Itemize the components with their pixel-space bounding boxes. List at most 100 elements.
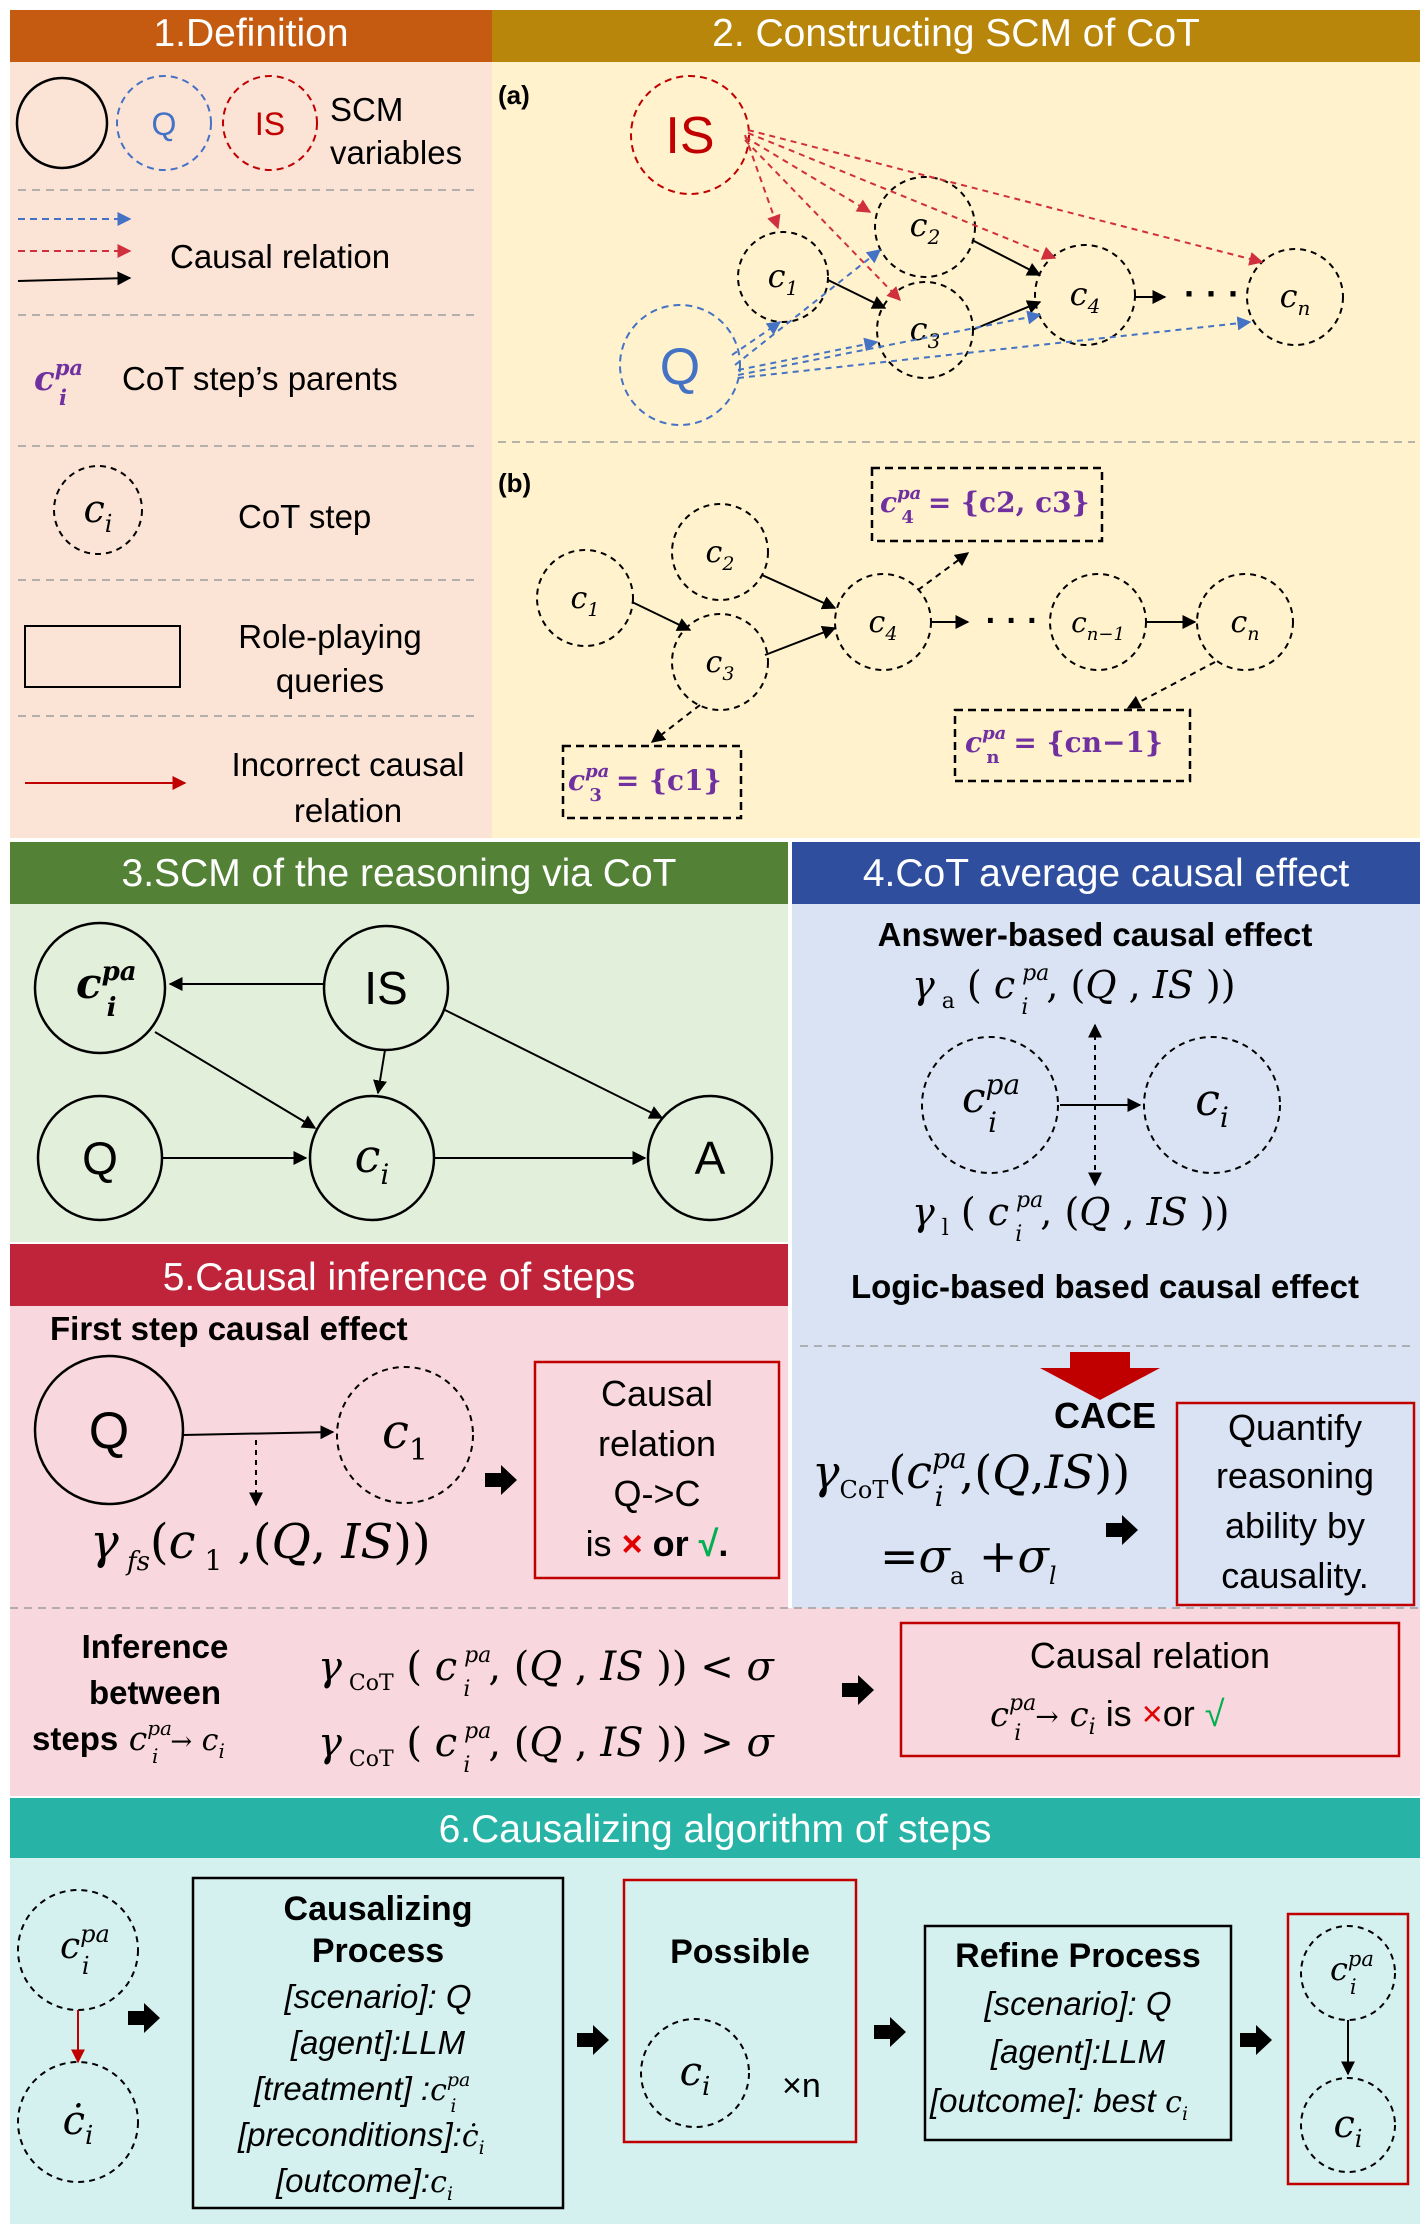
c1-node xyxy=(737,231,829,323)
b-c2-node xyxy=(671,503,769,601)
algo-ci-dot-node xyxy=(17,2061,139,2183)
b-cn-node xyxy=(1196,573,1294,671)
incorrect-label-line2: relation xyxy=(294,792,402,829)
refine-title: Refine Process xyxy=(955,1937,1201,1975)
cross-icon: × xyxy=(622,1523,643,1564)
c3-label: c3 xyxy=(910,310,941,353)
relation-is: is xyxy=(1106,1693,1132,1734)
section3-header xyxy=(10,842,788,904)
cn-parents-set: = {cn−1} xyxy=(1013,726,1163,759)
edge-c1-c3 xyxy=(827,279,887,309)
quantify-line3: ability by xyxy=(1225,1505,1365,1546)
b-c3-node xyxy=(671,613,769,711)
down-arrow-icon xyxy=(1040,1352,1160,1400)
section6-header xyxy=(10,1798,1420,1858)
is-variable-label: IS xyxy=(255,106,285,142)
black-causal-arrow xyxy=(17,271,132,286)
section5-lower-panel xyxy=(10,1608,1420,1796)
causalizing-scenario: [scenario]: Q xyxy=(283,1978,471,2015)
cace-sum-formula: =σa +σl xyxy=(880,1529,1057,1590)
result-box-line2: relation xyxy=(598,1423,716,1464)
roleplay-box-sample xyxy=(24,625,181,688)
edge-parents-ci xyxy=(154,1031,317,1129)
cn-node xyxy=(1246,248,1344,346)
result-box-line3: Q->C xyxy=(613,1473,700,1514)
parents-label: CoT step’s parents xyxy=(122,360,398,397)
section5-header xyxy=(10,1244,788,1306)
b-c1-node xyxy=(536,549,634,647)
causalizing-preconditions: [preconditions]:ċi xyxy=(237,2116,485,2159)
algo-parents-node xyxy=(17,1889,139,2011)
causal-relation-label: Causal relation xyxy=(170,238,390,275)
result-box-line1: Causal xyxy=(601,1373,713,1414)
section1-header xyxy=(10,10,492,62)
answer-effect-title: Answer-based causal effect xyxy=(878,916,1313,953)
c2-node xyxy=(874,176,976,278)
possible-ci-node xyxy=(640,2018,750,2128)
result-or: or xyxy=(653,1523,689,1564)
c3-parents-set: = {c1} xyxy=(616,764,722,797)
causalizing-title-1: Causalizing xyxy=(284,1890,473,1928)
section2-panel xyxy=(492,62,1420,838)
b-edge-c1-c3 xyxy=(631,601,692,631)
quantify-box xyxy=(1175,1401,1416,1607)
is-node xyxy=(630,75,750,195)
c4-parents-set: = {c2, c3} xyxy=(928,486,1090,519)
possible-times-n: ×n xyxy=(782,2067,821,2105)
possible-box xyxy=(622,1878,858,2144)
treatment-label: [treatment] : xyxy=(253,2070,430,2107)
roleplay-label-line1: Role-playing xyxy=(238,618,421,655)
first-step-q-node xyxy=(33,1354,185,1506)
refine-process-box xyxy=(923,1924,1233,2142)
section4-header xyxy=(792,842,1420,904)
cace-label: CACE xyxy=(1054,1395,1156,1436)
cot-step-symbol: ci xyxy=(84,487,113,538)
edge-is-ci xyxy=(373,1049,387,1095)
preconditions-label: [preconditions]: xyxy=(237,2116,462,2153)
result-box-line4: is × or √. xyxy=(586,1523,729,1564)
section6-title: 6.Causalizing algorithm of steps xyxy=(439,1808,992,1851)
b-c4-node xyxy=(834,573,932,671)
edge-is-answer xyxy=(444,1009,664,1119)
cace-ci-node xyxy=(1143,1036,1281,1174)
b-cn-label: cn xyxy=(1230,605,1259,645)
section4-title: 4.CoT average causal effect xyxy=(863,852,1350,895)
section5-panel xyxy=(10,1306,788,1608)
final-parents-node xyxy=(1300,1925,1396,2021)
check-icon: √ xyxy=(699,1523,719,1564)
c3-parents-box xyxy=(561,744,743,820)
first-step-c1-node xyxy=(336,1366,474,1504)
parents-node xyxy=(33,921,167,1055)
section3-title: 3.SCM of the reasoning via CoT xyxy=(122,852,677,895)
scm-label-line1: SCM xyxy=(330,91,403,128)
outcome-label: [outcome]: xyxy=(275,2162,430,2199)
panel-a-dots: · · · xyxy=(1184,273,1240,314)
causalizing-process-box xyxy=(191,1876,565,2210)
edge-c2-c4 xyxy=(971,239,1042,276)
is-edges xyxy=(744,129,1264,302)
is-reasoning-label: IS xyxy=(364,962,407,1014)
first-step-title: First step causal effect xyxy=(50,1310,408,1347)
scm-label-line2: variables xyxy=(330,134,462,171)
is-variable-node xyxy=(222,75,318,171)
section3-panel xyxy=(10,904,788,1242)
section1-title: 1.Definition xyxy=(153,12,348,55)
q-variable-node xyxy=(116,75,212,171)
causalizing-agent: [agent]:LLM xyxy=(290,2024,466,2061)
final-box xyxy=(1286,1912,1410,2186)
causalizing-outcome: [outcome]:ci xyxy=(275,2162,453,2205)
c4-parents-box xyxy=(870,466,1104,543)
cot-step-node xyxy=(53,465,143,555)
section2-header xyxy=(492,10,1420,62)
panel-a-label: (a) xyxy=(498,80,530,110)
result-is: is xyxy=(586,1523,612,1564)
cross-icon: × xyxy=(1142,1693,1163,1734)
causalizing-title-2: Process xyxy=(312,1932,444,1970)
